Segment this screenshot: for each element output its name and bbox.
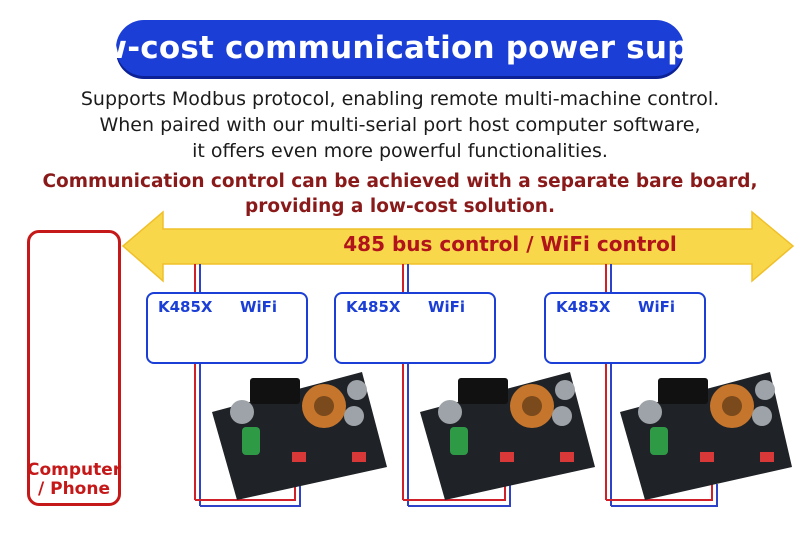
description-line-3: it offers even more powerful functionali… — [192, 140, 608, 162]
bus-double-arrow — [121, 210, 795, 283]
module-box: K485X WiFi — [544, 292, 706, 364]
k485x-label: K485X — [346, 298, 401, 316]
highlight-line-1: Communication control can be achieved wi… — [42, 171, 758, 192]
power-board-graphics — [212, 372, 792, 500]
description-line-1: Supports Modbus protocol, enabling remot… — [80, 88, 720, 110]
description-line-2: When paired with our multi-serial port h… — [99, 114, 701, 136]
wifi-label: WiFi — [638, 298, 676, 316]
wifi-label: WiFi — [428, 298, 466, 316]
k485x-label: K485X — [556, 298, 611, 316]
device-label: Computer / Phone — [27, 460, 122, 499]
module-box: K485X WiFi — [146, 292, 308, 364]
k485x-label: K485X — [158, 298, 213, 316]
title-banner: Low-cost communication power supply — [57, 20, 743, 76]
bus-wires — [194, 264, 718, 507]
device-panel — [27, 230, 121, 506]
bus-label: 485 bus control / WiFi control — [343, 232, 677, 256]
highlight-line-2: providing a low-cost solution. — [245, 196, 555, 217]
wifi-label: WiFi — [240, 298, 278, 316]
module-box: K485X WiFi — [334, 292, 496, 364]
page-title: Low-cost communication power supply — [56, 30, 744, 66]
